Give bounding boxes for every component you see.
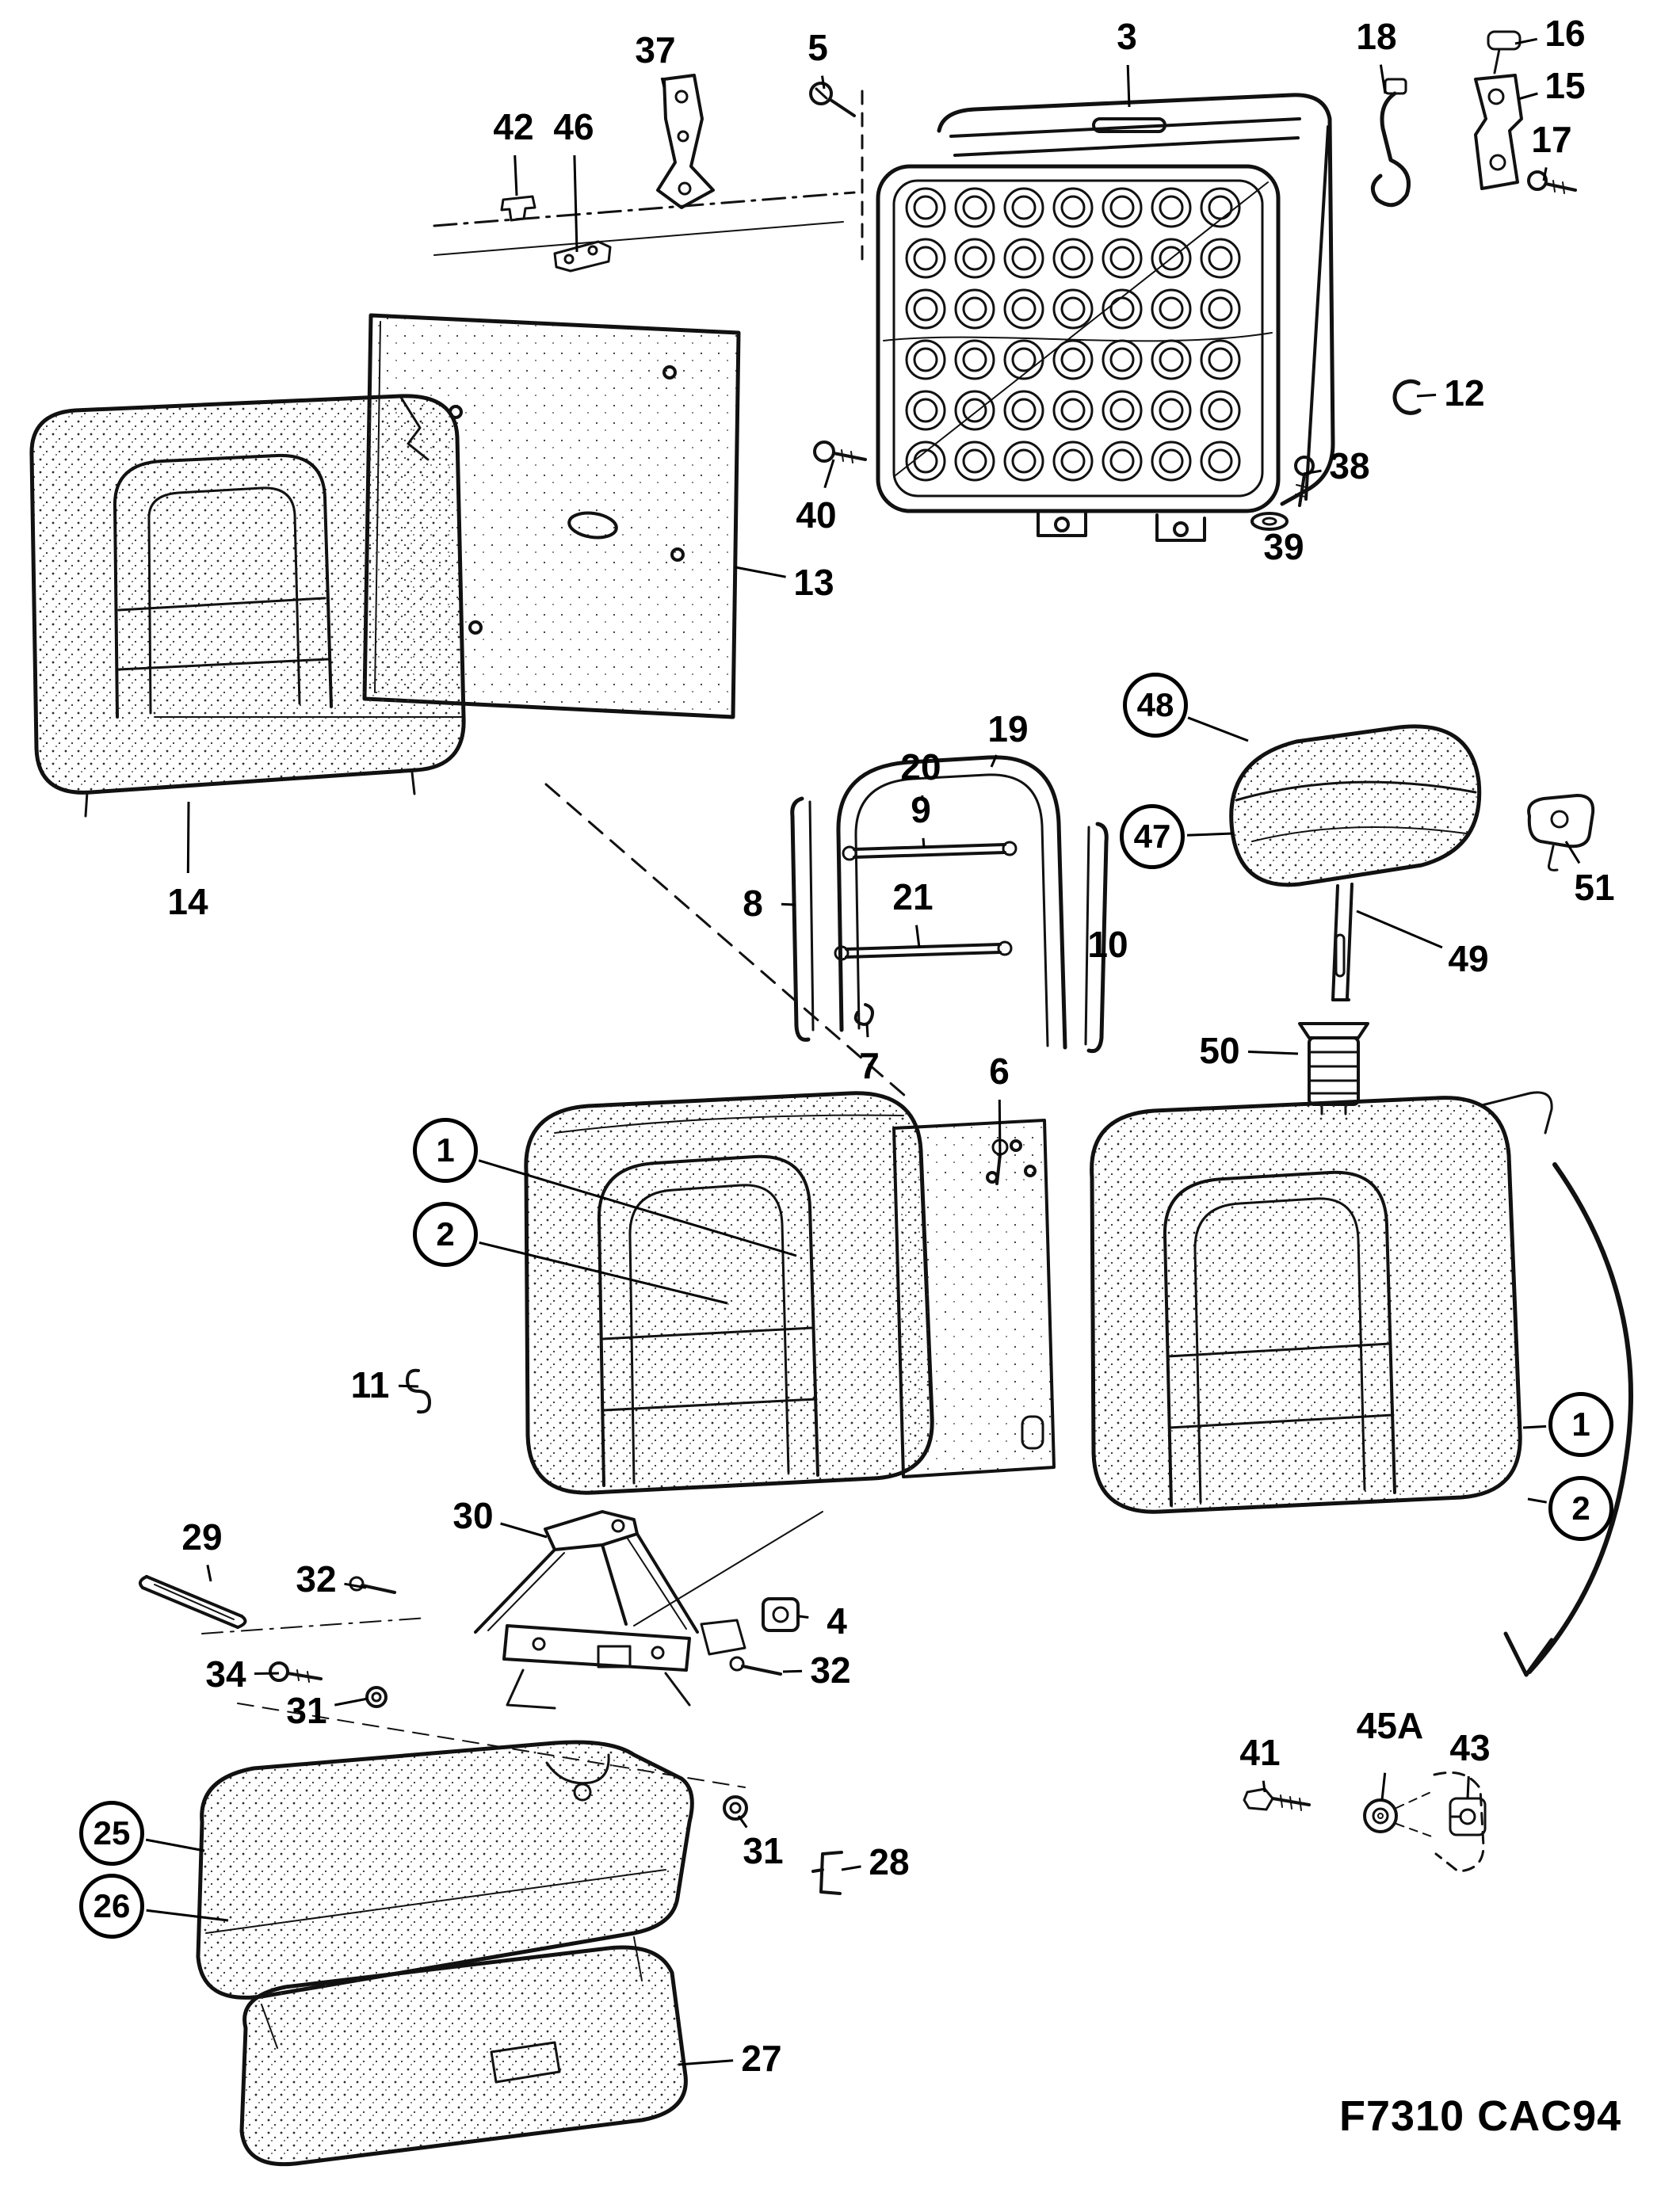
- part-callout-11: 11: [350, 1364, 390, 1405]
- part-callout-50: 50: [1199, 1030, 1240, 1071]
- part-callout-29: 29: [181, 1516, 223, 1558]
- part-callout-41: 41: [1239, 1732, 1281, 1773]
- hinge-bracket-art: [474, 1510, 746, 1710]
- part-callout-10: 10: [1087, 924, 1128, 965]
- part-callout-46: 46: [553, 106, 594, 147]
- part-callout-17: 17: [1531, 119, 1572, 160]
- part-callout-30: 30: [452, 1495, 494, 1536]
- part-callout-14: 14: [167, 881, 208, 922]
- strap-art: [138, 1575, 247, 1629]
- part-callout-32: 32: [296, 1558, 337, 1600]
- part-callout-16: 16: [1544, 13, 1586, 54]
- seat-cushion-art: [196, 1740, 694, 2049]
- part-callout-5: 5: [808, 27, 828, 68]
- fold-arrow-art: [1503, 1162, 1633, 1677]
- part-callout-18: 18: [1356, 16, 1397, 57]
- small-parts-art: [269, 30, 1577, 1895]
- part-callout-43: 43: [1449, 1727, 1491, 1768]
- part-callout-20: 20: [900, 746, 941, 788]
- part-callout-48: 48: [1123, 673, 1188, 738]
- part-callout-49: 49: [1448, 938, 1489, 979]
- part-callout-40: 40: [796, 494, 837, 536]
- part-callout-8: 8: [743, 883, 763, 924]
- figure-code: F7310 CAC94: [1339, 2092, 1622, 2140]
- part-callout-42: 42: [493, 106, 534, 147]
- cushion-tray-art: [239, 1945, 688, 2167]
- part-callout-21: 21: [892, 876, 934, 917]
- part-callout-6: 6: [989, 1051, 1010, 1092]
- part-callout-1: 1: [413, 1118, 478, 1183]
- part-callout-13: 13: [793, 562, 834, 603]
- part-callout-26: 26: [79, 1874, 144, 1939]
- part-callout-19: 19: [987, 708, 1029, 749]
- part-callout-15: 15: [1544, 65, 1586, 106]
- part-callout-51: 51: [1574, 867, 1615, 908]
- part-callout-31: 31: [743, 1830, 784, 1871]
- part-callout-1: 1: [1548, 1392, 1613, 1457]
- part-callout-27: 27: [741, 2038, 782, 2079]
- part-callout-2: 2: [1548, 1476, 1613, 1541]
- wire-frame-art: [790, 755, 1109, 1054]
- part-callout-4: 4: [827, 1600, 847, 1642]
- part-callout-25: 25: [79, 1801, 144, 1866]
- part-callout-47: 47: [1120, 804, 1185, 869]
- part-callout-39: 39: [1263, 526, 1304, 567]
- part-callout-28: 28: [869, 1841, 910, 1882]
- part-callout-45A: 45A: [1356, 1705, 1424, 1746]
- spring-frame-art: [876, 93, 1335, 542]
- construction-lines: [154, 90, 913, 1788]
- rear-backrest-art: [524, 1091, 1553, 1514]
- part-callout-9: 9: [911, 789, 931, 830]
- latch-knob-art: [1527, 794, 1595, 871]
- part-callout-2: 2: [413, 1202, 478, 1267]
- left-backrest-cushion-art: [29, 394, 466, 818]
- part-callout-37: 37: [635, 29, 676, 71]
- part-callout-31: 31: [286, 1690, 327, 1731]
- part-callout-12: 12: [1444, 372, 1485, 414]
- part-callout-34: 34: [205, 1653, 246, 1695]
- part-callout-32: 32: [810, 1649, 851, 1691]
- part-callout-38: 38: [1329, 445, 1370, 486]
- part-callout-3: 3: [1117, 16, 1137, 57]
- part-callout-7: 7: [859, 1045, 880, 1086]
- headrest-art: [1229, 724, 1482, 1001]
